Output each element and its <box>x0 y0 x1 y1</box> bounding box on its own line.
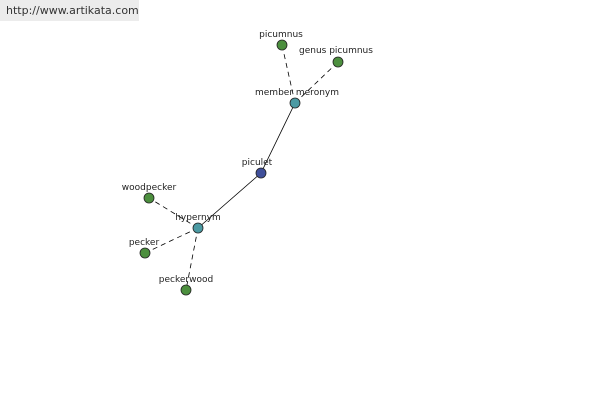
node-label-picumnus[interactable]: picumnus <box>259 30 303 40</box>
node-label-piculet[interactable]: piculet <box>242 158 273 168</box>
node-piculet[interactable] <box>255 167 267 179</box>
edge-piculet-to-hypernym <box>197 172 262 229</box>
node-label-genus-picumnus[interactable]: genus picumnus <box>299 46 373 56</box>
node-label-peckerwood[interactable]: peckerwood <box>159 275 213 285</box>
node-label-woodpecker[interactable]: woodpecker <box>122 183 177 193</box>
nodes-layer <box>139 39 344 296</box>
node-label-member-meronym[interactable]: member meronym <box>255 88 339 98</box>
node-genus-picumnus[interactable] <box>332 56 344 68</box>
edge-member-meronym-to-genus-picumnus <box>294 61 339 104</box>
node-member-meronym[interactable] <box>289 97 301 109</box>
node-pecker[interactable] <box>139 247 151 259</box>
edge-hypernym-to-peckerwood <box>185 227 199 291</box>
node-label-pecker[interactable]: pecker <box>129 238 160 248</box>
edge-piculet-to-member-meronym <box>260 102 296 174</box>
node-hypernym[interactable] <box>192 222 204 234</box>
node-picumnus[interactable] <box>276 39 288 51</box>
edge-member-meronym-to-picumnus <box>281 44 296 104</box>
labels-layer: piculet member meronym hypernym picumnus gen… <box>122 30 373 285</box>
watermark-link[interactable]: http://www.artikata.com <box>0 0 139 21</box>
edges-layer <box>144 44 339 291</box>
node-woodpecker[interactable] <box>143 192 155 204</box>
node-label-hypernym[interactable]: hypernym <box>175 213 221 223</box>
edge-hypernym-to-pecker <box>144 227 199 254</box>
edge-hypernym-to-woodpecker <box>148 197 199 229</box>
node-peckerwood[interactable] <box>180 284 192 296</box>
